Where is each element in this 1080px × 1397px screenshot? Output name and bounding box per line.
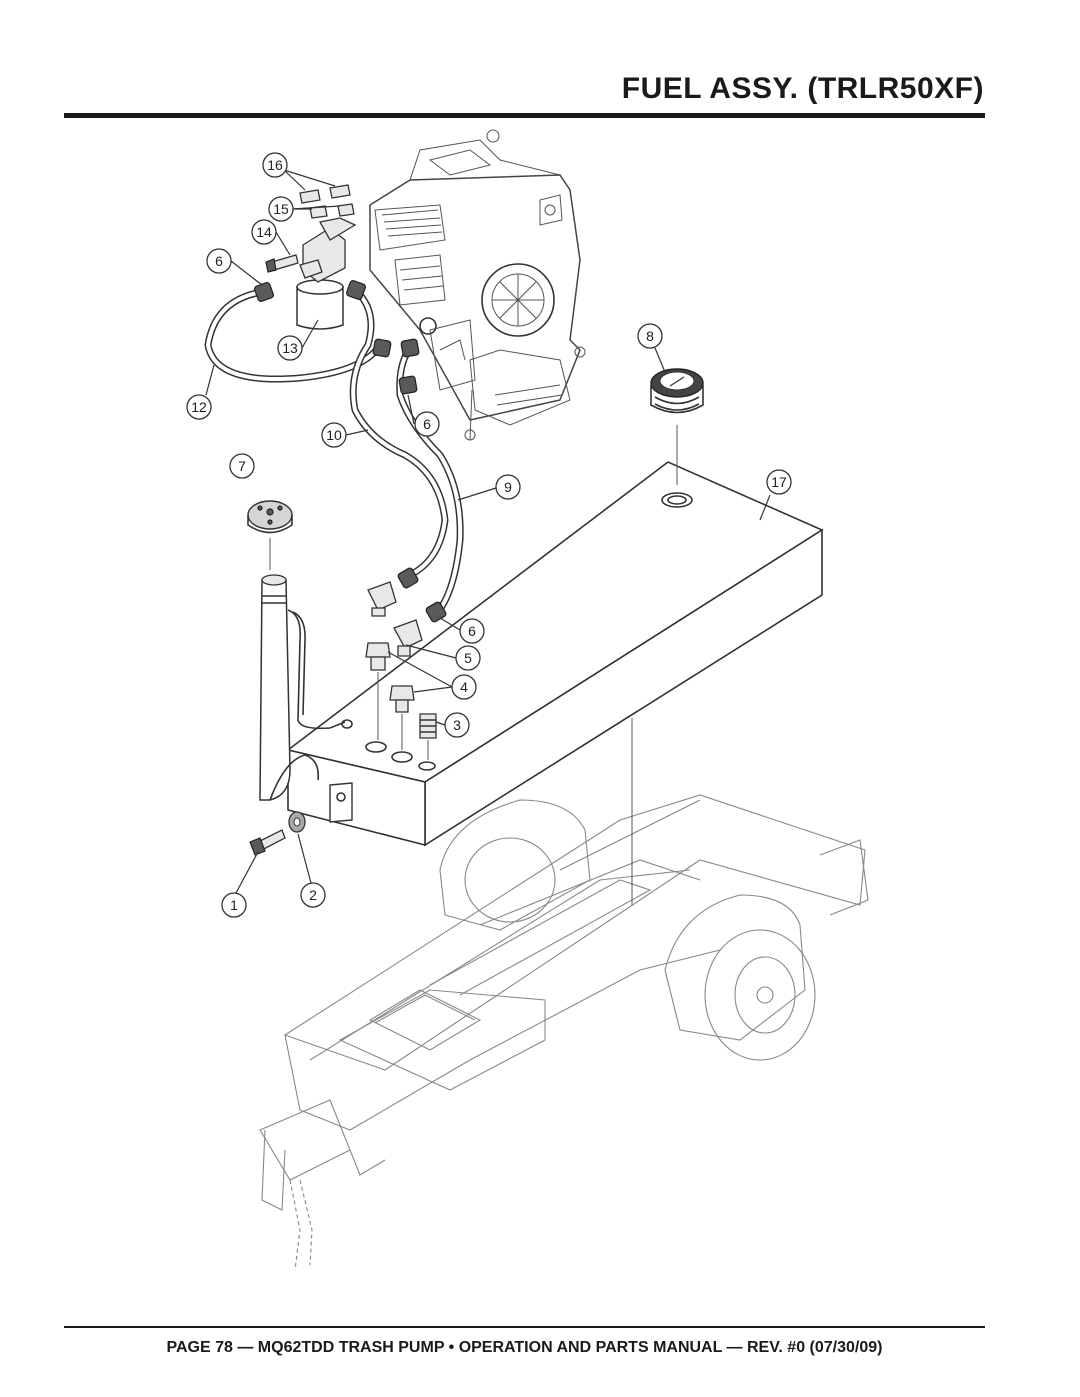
fuel-hoses bbox=[204, 287, 464, 615]
hose-clamps bbox=[253, 279, 447, 623]
page-footer: PAGE 78 — MQ62TDD TRASH PUMP • OPERATION… bbox=[166, 1339, 883, 1356]
callout-16: 16 bbox=[262, 152, 288, 178]
callout-label: 1 bbox=[230, 897, 238, 913]
leader-lines bbox=[205, 169, 771, 894]
callout-10: 10 bbox=[321, 422, 347, 448]
callout-label: 2 bbox=[309, 887, 317, 903]
callout-label: 6 bbox=[215, 253, 223, 269]
footer-rule bbox=[64, 1326, 985, 1328]
page-title: FUEL ASSY. (TRLR50XF) bbox=[621, 72, 984, 105]
callout-label: 14 bbox=[256, 224, 272, 240]
fuel-cap-part bbox=[247, 500, 293, 570]
trailer-drawing bbox=[259, 794, 869, 1271]
callout-14: 14 bbox=[251, 219, 277, 245]
callout-label: 6 bbox=[423, 416, 431, 432]
callout-label: 5 bbox=[464, 650, 472, 666]
callout-label: 6 bbox=[468, 623, 476, 639]
callout-4: 4 bbox=[451, 674, 477, 700]
callout-label: 16 bbox=[267, 157, 283, 173]
callout-6a: 6 bbox=[206, 248, 232, 274]
callout-label: 7 bbox=[238, 458, 246, 474]
title-rule bbox=[64, 113, 985, 118]
callout-9: 9 bbox=[495, 474, 521, 500]
callout-label: 10 bbox=[326, 427, 342, 443]
callout-15: 15 bbox=[268, 196, 294, 222]
callout-8: 8 bbox=[637, 323, 663, 349]
callout-6c: 6 bbox=[459, 618, 485, 644]
callout-13: 13 bbox=[277, 335, 303, 361]
fuel-gauge-part bbox=[650, 368, 704, 485]
filler-neck bbox=[259, 574, 353, 801]
callout-2: 2 bbox=[300, 882, 326, 908]
callout-6b: 6 bbox=[414, 411, 440, 437]
callout-5: 5 bbox=[455, 645, 481, 671]
callout-label: 13 bbox=[282, 340, 298, 356]
callout-3: 3 bbox=[444, 712, 470, 738]
callout-label: 17 bbox=[771, 474, 787, 490]
callout-7: 7 bbox=[229, 453, 255, 479]
fuel-tank bbox=[286, 461, 824, 847]
callout-label: 9 bbox=[504, 479, 512, 495]
engine-drawing bbox=[369, 129, 586, 441]
fuel-filter-parts bbox=[265, 184, 357, 330]
callout-label: 15 bbox=[273, 201, 289, 217]
callout-label: 12 bbox=[191, 399, 207, 415]
callout-12: 12 bbox=[186, 394, 212, 420]
mount-plate-parts bbox=[249, 782, 353, 856]
callout-label: 3 bbox=[453, 717, 461, 733]
callout-1: 1 bbox=[221, 892, 247, 918]
callout-label: 8 bbox=[646, 328, 654, 344]
callout-17: 17 bbox=[766, 469, 792, 495]
tank-fittings bbox=[365, 581, 437, 760]
callout-label: 4 bbox=[460, 679, 468, 695]
